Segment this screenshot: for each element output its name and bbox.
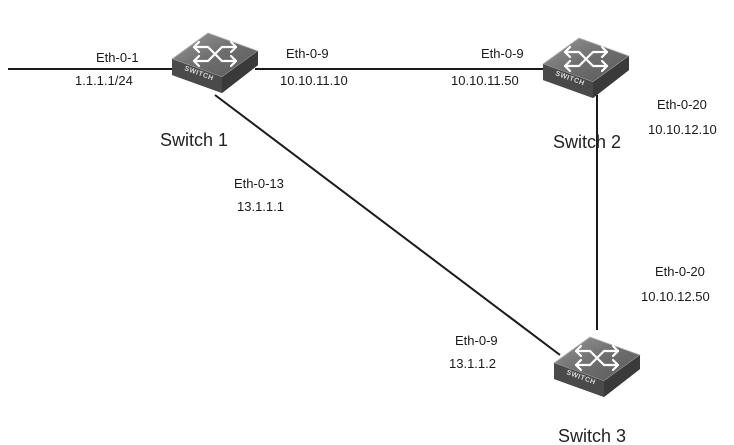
switch-2-label: Switch 2	[553, 132, 621, 152]
switch-1-label: Switch 1	[160, 130, 228, 150]
s2-to-s3-ip: 10.10.12.10	[648, 122, 717, 137]
s2-to-s3-port: Eth-0-20	[657, 97, 707, 112]
s1-uplink-port: Eth-0-1	[96, 50, 139, 65]
s2-to-s1-ip: 10.10.11.50	[451, 73, 519, 88]
s1-uplink-ip: 1.1.1.1/24	[75, 73, 133, 88]
switch-3-label: Switch 3	[558, 426, 626, 445]
link-s1-s3	[214, 94, 561, 356]
s3-to-s2-ip: 10.10.12.50	[641, 289, 710, 304]
s1-to-s3-port: Eth-0-13	[234, 176, 284, 191]
switch-2-icon: SWITCH	[541, 36, 631, 100]
s1-to-s2-port: Eth-0-9	[286, 46, 329, 61]
s1-to-s3-ip: 13.1.1.1	[237, 199, 284, 214]
s3-to-s1-ip: 13.1.1.2	[449, 356, 496, 371]
switch-1-icon: SWITCH	[170, 31, 260, 95]
s3-to-s1-port: Eth-0-9	[455, 333, 498, 348]
switch-3-icon: SWITCH	[552, 335, 642, 399]
s2-to-s1-port: Eth-0-9	[481, 46, 524, 61]
s1-to-s2-ip: 10.10.11.10	[280, 73, 348, 88]
s3-to-s2-port: Eth-0-20	[655, 264, 705, 279]
